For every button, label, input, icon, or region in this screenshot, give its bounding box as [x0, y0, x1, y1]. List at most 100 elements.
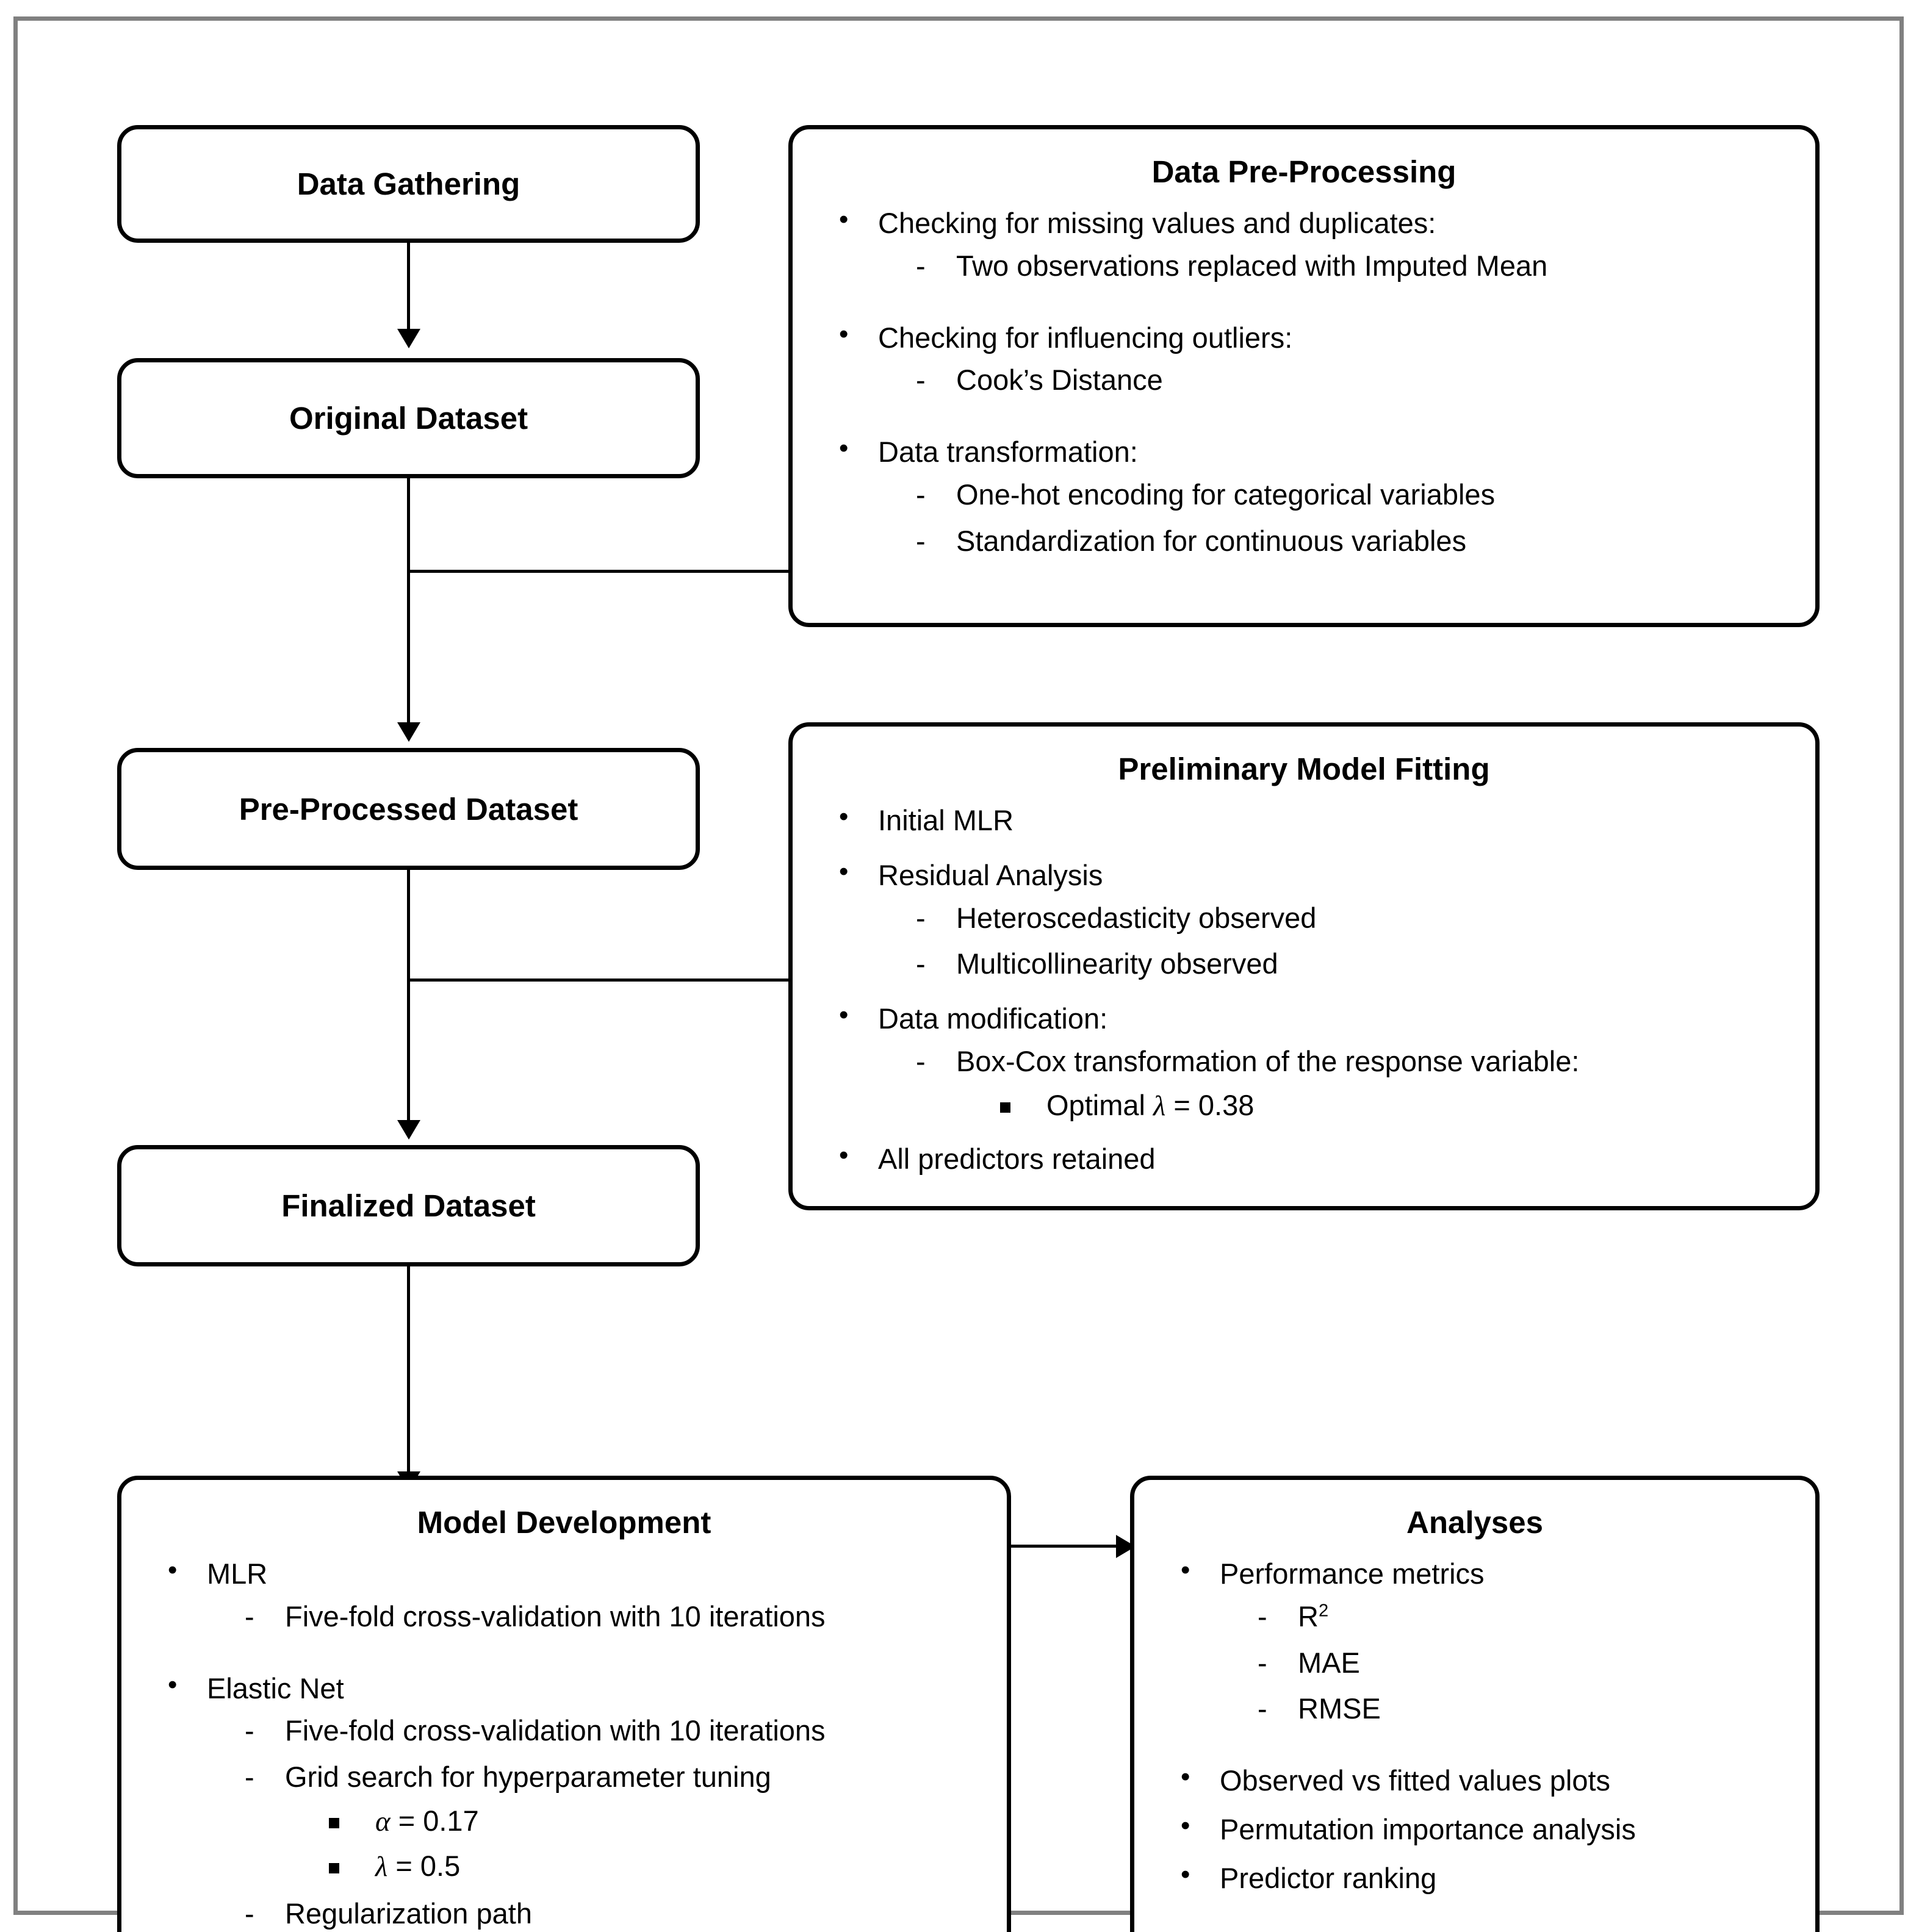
list-item: Data modification: Box-Cox transformatio…: [835, 1000, 1815, 1122]
list-item: MLR Five-fold cross-validation with 10 i…: [164, 1555, 1007, 1632]
connector-tie-preliminary-model-fitting: [407, 979, 788, 982]
bullet-text: MLR: [207, 1557, 268, 1590]
arrowhead-original-to-preprocessed: [397, 722, 420, 742]
spacer: [835, 411, 1815, 437]
bullet-text: Cook’s Distance: [956, 364, 1163, 397]
list-item: Two observations replaced with Imputed M…: [912, 250, 1815, 281]
bullet-text: Checking for missing values and duplicat…: [878, 207, 1436, 239]
sub-list: Two observations replaced with Imputed M…: [878, 250, 1815, 281]
connector-preprocessed-to-finalized: [407, 869, 410, 1125]
list-item: Standardization for continuous variables: [912, 524, 1815, 557]
panel-preliminary-model-fitting[interactable]: Preliminary Model Fitting Initial MLR Re…: [788, 722, 1820, 1210]
sub-list: Five-fold cross-validation with 10 itera…: [207, 1601, 1007, 1632]
node-preprocessed-dataset[interactable]: Pre-Processed Dataset: [117, 748, 700, 870]
node-original-dataset[interactable]: Original Dataset: [117, 358, 700, 478]
panel-data-preprocessing[interactable]: Data Pre-Processing Checking for missing…: [788, 125, 1820, 627]
spacer: [164, 1648, 1007, 1673]
list-item: All predictors retained: [835, 1140, 1815, 1175]
list-item: Grid search for hyperparameter tuning α …: [241, 1762, 1007, 1882]
bullet-text: Five-fold cross-validation with 10 itera…: [285, 1600, 826, 1632]
arrowhead-gathering-to-original: [397, 329, 420, 348]
sub-sub-list: Optimal λ = 0.38: [956, 1090, 1815, 1122]
connector-finalized-to-model-development: [407, 1265, 410, 1476]
spacer: [1177, 1740, 1815, 1765]
sub-sub-list: α = 0.17 λ = 0.5: [285, 1806, 1007, 1883]
panel-analyses[interactable]: Analyses Performance metrics R2 MAE RMSE: [1130, 1476, 1820, 1932]
bullet-text: Performance metrics: [1220, 1557, 1485, 1590]
node-data-gathering[interactable]: Data Gathering: [117, 125, 700, 243]
connector-tie-data-preprocessing: [407, 570, 788, 573]
model-development-list: MLR Five-fold cross-validation with 10 i…: [121, 1555, 1007, 1929]
bullet-text: Observed vs fitted values plots: [1220, 1764, 1611, 1797]
spacer: [835, 297, 1815, 323]
list-item: Observed vs fitted values plots: [1177, 1762, 1815, 1797]
list-item: Box-Cox transformation of the response v…: [912, 1046, 1815, 1122]
sub-list: Box-Cox transformation of the response v…: [878, 1046, 1815, 1122]
alpha-symbol: α: [375, 1806, 391, 1838]
list-item: Cook’s Distance: [912, 365, 1815, 395]
bullet-text: Predictor ranking: [1220, 1861, 1437, 1894]
bullet-text: Five-fold cross-validation with 10 itera…: [285, 1714, 826, 1747]
bullet-text: Residual Analysis: [878, 858, 1103, 891]
list-item: Five-fold cross-validation with 10 itera…: [241, 1601, 1007, 1632]
node-data-gathering-label: Data Gathering: [297, 167, 520, 201]
sub-list: One-hot encoding for categorical variabl…: [878, 479, 1815, 556]
sub-list: R2 MAE RMSE: [1220, 1601, 1815, 1724]
list-item: RMSE: [1254, 1693, 1815, 1724]
list-item: One-hot encoding for categorical variabl…: [912, 479, 1815, 510]
list-item: Data transformation: One-hot encoding fo…: [835, 433, 1815, 556]
list-item: Residual Analysis Heteroscedasticity obs…: [835, 856, 1815, 979]
list-item: Elastic Net Five-fold cross-validation w…: [164, 1670, 1007, 1929]
connector-model-development-to-analyses: [1010, 1545, 1126, 1548]
list-item: Performance metrics R2 MAE RMSE: [1177, 1555, 1815, 1724]
list-item: λ = 0.5: [323, 1849, 1007, 1883]
bullet-text: Regularization path: [285, 1897, 532, 1930]
panel-preliminary-model-fitting-title: Preliminary Model Fitting: [1118, 752, 1490, 786]
bullet-text: Multicollinearity observed: [956, 947, 1278, 980]
preliminary-model-fitting-list: Initial MLR Residual Analysis Heterosced…: [793, 802, 1815, 1175]
list-item: R2: [1254, 1601, 1815, 1632]
bullet-text: Standardization for continuous variables: [956, 524, 1467, 557]
bullet-text: Heteroscedasticity observed: [956, 901, 1317, 934]
sub-list: Cook’s Distance: [878, 365, 1815, 395]
bullet-text: RMSE: [1298, 1692, 1381, 1725]
list-item: α = 0.17: [323, 1806, 1007, 1837]
r-squared-exponent: 2: [1318, 1601, 1329, 1621]
optimal-lambda-value: = 0.38: [1165, 1088, 1255, 1121]
list-item: Five-fold cross-validation with 10 itera…: [241, 1715, 1007, 1746]
node-finalized-dataset[interactable]: Finalized Dataset: [117, 1145, 700, 1266]
list-item: Initial MLR: [835, 802, 1815, 836]
list-item: Multicollinearity observed: [912, 949, 1815, 979]
lambda-value: = 0.5: [387, 1849, 461, 1882]
bullet-text: Initial MLR: [878, 804, 1014, 836]
alpha-value: = 0.17: [390, 1805, 479, 1837]
sub-list: Five-fold cross-validation with 10 itera…: [207, 1715, 1007, 1928]
bullet-text: All predictors retained: [878, 1142, 1156, 1175]
list-item: Regularization path: [241, 1898, 1007, 1929]
bullet-text: Permutation importance analysis: [1220, 1813, 1636, 1846]
panel-model-development-title: Model Development: [417, 1505, 711, 1540]
bullet-text: Data modification:: [878, 1002, 1108, 1035]
panel-analyses-title: Analyses: [1406, 1505, 1543, 1540]
analyses-list: Performance metrics R2 MAE RMSE: [1134, 1555, 1815, 1894]
bullet-text: Elastic Net: [207, 1672, 344, 1704]
list-item: MAE: [1254, 1646, 1815, 1679]
list-item: Predictor ranking: [1177, 1859, 1815, 1894]
list-item: Heteroscedasticity observed: [912, 901, 1815, 934]
panel-data-preprocessing-title: Data Pre-Processing: [1151, 154, 1456, 189]
data-preprocessing-list: Checking for missing values and duplicat…: [793, 204, 1815, 556]
arrowhead-preprocessed-to-finalized: [397, 1120, 420, 1140]
list-item: Checking for missing values and duplicat…: [835, 204, 1815, 281]
node-original-dataset-label: Original Dataset: [289, 401, 528, 436]
bullet-text: MAE: [1298, 1646, 1360, 1679]
node-preprocessed-dataset-label: Pre-Processed Dataset: [239, 791, 578, 827]
panel-model-development[interactable]: Model Development MLR Five-fold cross-va…: [117, 1476, 1011, 1932]
list-item: Permutation importance analysis: [1177, 1811, 1815, 1846]
lambda-symbol: λ: [1153, 1090, 1166, 1122]
list-item: Checking for influencing outliers: Cook’…: [835, 319, 1815, 396]
list-item: Optimal λ = 0.38: [994, 1090, 1815, 1122]
lambda-symbol: λ: [375, 1850, 388, 1883]
diagram-outer-frame: Data Gathering Original Dataset Pre-Proc…: [13, 16, 1904, 1932]
bullet-text: R: [1298, 1600, 1319, 1632]
